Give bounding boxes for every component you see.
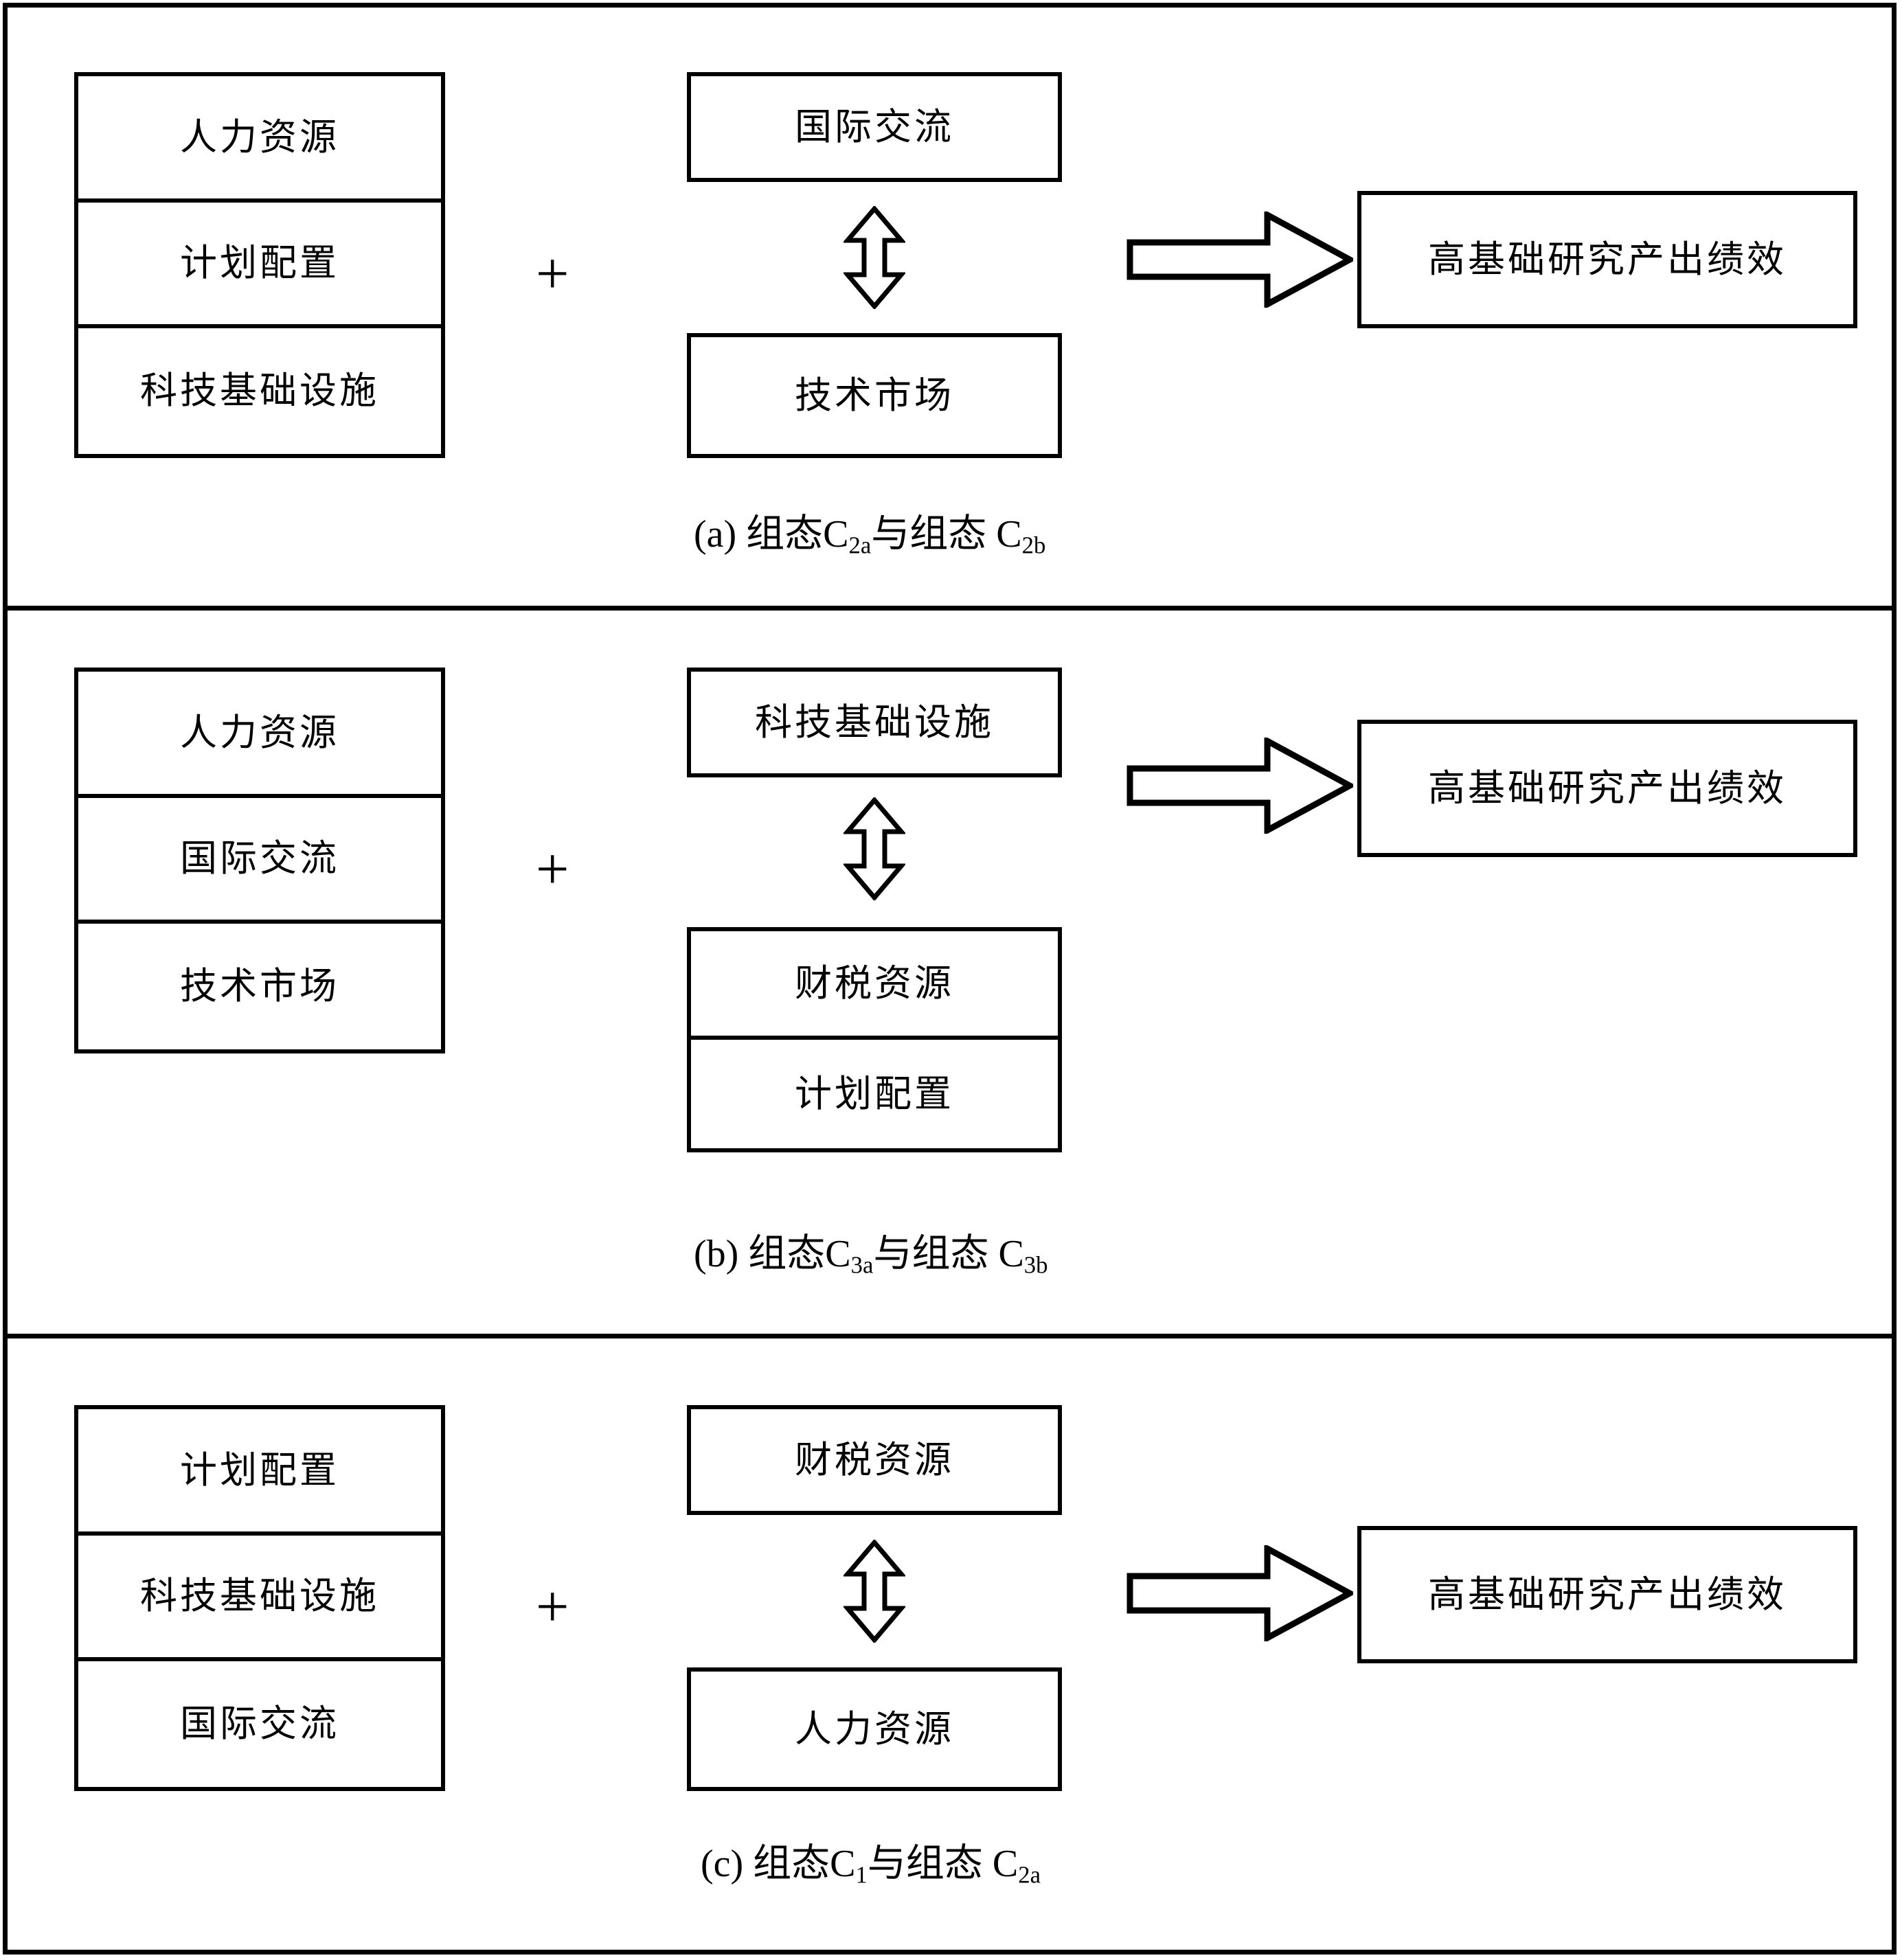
condition-box: 计划配置 xyxy=(78,1409,441,1536)
caption-second-sub: 3b xyxy=(1023,1251,1048,1279)
condition-label: 技术市场 xyxy=(795,375,954,416)
panel-b-left-stack: 人力资源 国际交流 技术市场 xyxy=(74,668,445,1053)
double-headed-vertical-arrow-icon xyxy=(844,206,905,309)
caption-index: (b) xyxy=(694,1233,739,1275)
condition-label: 计划配置 xyxy=(180,242,339,284)
caption-second-label: C xyxy=(992,1843,1019,1885)
caption-prefix: 组态 xyxy=(753,1843,830,1885)
condition-label: 人力资源 xyxy=(180,116,339,158)
caption-first-label: C xyxy=(823,513,849,556)
caption-prefix: 组态 xyxy=(746,513,824,556)
condition-label: 科技基础设施 xyxy=(140,370,379,412)
caption-second-sub: 2b xyxy=(1021,532,1046,559)
condition-label: 财税资源 xyxy=(795,963,954,1004)
condition-box: 科技基础设施 xyxy=(78,328,441,454)
condition-box: 计划配置 xyxy=(78,203,441,328)
panel-c-middle-bottom-box: 人力资源 xyxy=(687,1667,1062,1791)
panel-a-middle-bottom-box: 技术市场 xyxy=(687,333,1062,458)
caption-second-label: C xyxy=(998,1233,1024,1275)
panel-a: 人力资源 计划配置 科技基础设施 + 国际交流 技术市场 xyxy=(0,0,1902,608)
condition-label: 技术市场 xyxy=(180,966,339,1007)
block-right-arrow-icon xyxy=(1127,1545,1353,1641)
caption-index: (c) xyxy=(701,1843,744,1885)
caption-first-label: C xyxy=(830,1843,856,1885)
outcome-label: 高基础研究产出绩效 xyxy=(1428,768,1787,809)
double-headed-vertical-arrow-icon xyxy=(844,1540,905,1643)
panel-b-caption: (b) 组态C3a与组态 C3b xyxy=(694,1235,1048,1277)
panel-c-middle-top-box: 财税资源 xyxy=(687,1405,1062,1515)
panel-b-middle-top-box: 科技基础设施 xyxy=(687,668,1062,777)
panel-a-outcome-box: 高基础研究产出绩效 xyxy=(1357,191,1857,328)
caption-prefix: 组态 xyxy=(748,1233,826,1275)
condition-label: 国际交流 xyxy=(180,1703,339,1745)
double-headed-vertical-arrow-icon xyxy=(844,797,905,900)
caption-connector: 与组态 xyxy=(873,1233,989,1275)
condition-box: 国际交流 xyxy=(78,1661,441,1787)
figure-outer-frame xyxy=(3,3,1897,1955)
condition-label: 国际交流 xyxy=(795,106,954,148)
condition-box: 计划配置 xyxy=(691,1040,1058,1148)
condition-box: 国际交流 xyxy=(78,798,441,924)
condition-label: 计划配置 xyxy=(180,1449,339,1491)
outcome-label: 高基础研究产出绩效 xyxy=(1428,239,1787,280)
outcome-label: 高基础研究产出绩效 xyxy=(1428,1574,1787,1615)
condition-label: 科技基础设施 xyxy=(755,702,994,743)
caption-index: (a) xyxy=(694,513,737,556)
plus-symbol: + xyxy=(536,1573,569,1639)
condition-box: 财税资源 xyxy=(691,931,1058,1040)
condition-label: 科技基础设施 xyxy=(140,1575,379,1617)
condition-label: 人力资源 xyxy=(180,711,339,753)
caption-connector: 与组态 xyxy=(871,513,987,556)
panel-b: 人力资源 国际交流 技术市场 + 科技基础设施 财税资源 xyxy=(0,608,1902,1336)
block-right-arrow-icon xyxy=(1127,212,1353,308)
panel-c: 计划配置 科技基础设施 国际交流 + 财税资源 人力资源 xyxy=(0,1336,1902,1960)
condition-label: 计划配置 xyxy=(795,1073,954,1115)
condition-box: 人力资源 xyxy=(78,76,441,203)
caption-connector: 与组态 xyxy=(867,1843,983,1885)
panel-a-caption: (a) 组态C2a与组态 C2b xyxy=(694,515,1045,558)
panel-c-caption: (c) 组态C1与组态 C2a xyxy=(701,1845,1041,1887)
panel-divider-a-b xyxy=(3,606,1897,611)
caption-first-sub: 2a xyxy=(848,532,872,559)
panel-divider-b-c xyxy=(3,1334,1897,1338)
caption-second-label: C xyxy=(996,513,1022,556)
panel-c-outcome-box: 高基础研究产出绩效 xyxy=(1357,1526,1857,1663)
condition-label: 财税资源 xyxy=(795,1439,954,1481)
condition-label: 人力资源 xyxy=(795,1709,954,1750)
panel-b-outcome-box: 高基础研究产出绩效 xyxy=(1357,720,1857,857)
condition-box: 科技基础设施 xyxy=(78,1536,441,1661)
plus-symbol: + xyxy=(536,240,569,306)
panel-b-middle-bottom-stack: 财税资源 计划配置 xyxy=(687,927,1062,1152)
caption-first-label: C xyxy=(825,1233,851,1275)
condition-label: 国际交流 xyxy=(180,838,339,880)
panel-c-left-stack: 计划配置 科技基础设施 国际交流 xyxy=(74,1405,445,1791)
panel-a-left-stack: 人力资源 计划配置 科技基础设施 xyxy=(74,72,445,458)
condition-box: 人力资源 xyxy=(78,672,441,798)
caption-first-sub: 3a xyxy=(850,1251,874,1279)
caption-first-sub: 1 xyxy=(855,1861,868,1889)
block-right-arrow-icon xyxy=(1127,738,1353,834)
caption-second-sub: 2a xyxy=(1018,1861,1041,1889)
panel-a-middle-top-box: 国际交流 xyxy=(687,72,1062,182)
plus-symbol: + xyxy=(536,836,569,902)
condition-box: 技术市场 xyxy=(78,924,441,1049)
